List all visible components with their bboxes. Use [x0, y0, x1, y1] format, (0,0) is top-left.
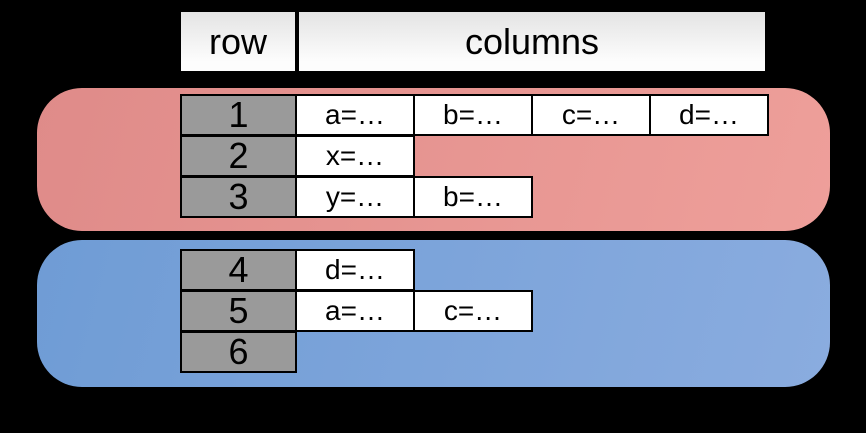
- columns-header: columns: [299, 12, 765, 71]
- table-cell: b=…: [413, 176, 533, 218]
- table-cell: d=…: [649, 94, 769, 136]
- row-number-cell: 1: [180, 94, 297, 136]
- row-number-cell: 4: [180, 249, 297, 291]
- table-cell: c=…: [531, 94, 651, 136]
- table-cell: a=…: [295, 94, 415, 136]
- table-cell: b=…: [413, 94, 533, 136]
- row-number-cell: 2: [180, 135, 297, 177]
- row-number-cell: 3: [180, 176, 297, 218]
- row-number-cell: 5: [180, 290, 297, 332]
- table-cell: d=…: [295, 249, 415, 291]
- row-header: row: [181, 12, 295, 71]
- table-cell: y=…: [295, 176, 415, 218]
- table-cell: c=…: [413, 290, 533, 332]
- table-row: 6: [180, 331, 297, 373]
- row-number-cell: 6: [180, 331, 297, 373]
- table-cell: a=…: [295, 290, 415, 332]
- table-cell: x=…: [295, 135, 415, 177]
